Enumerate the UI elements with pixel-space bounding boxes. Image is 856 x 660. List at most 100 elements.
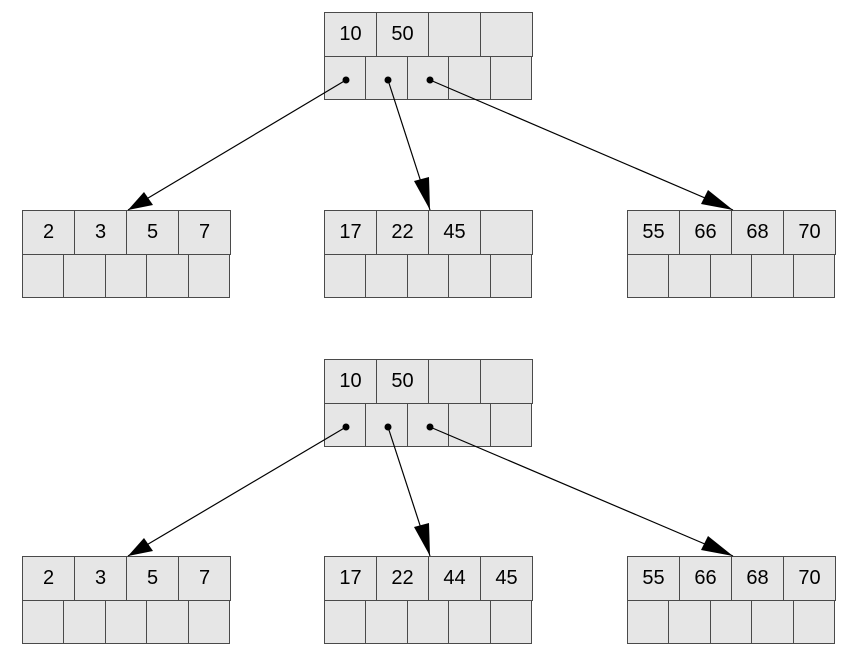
key-cell: 66 — [679, 210, 732, 255]
key-cell: 50 — [376, 359, 429, 404]
root-node: 10 50 — [324, 359, 536, 448]
pointer-cell — [668, 600, 711, 644]
pointer-cell — [324, 56, 367, 100]
key-cell — [428, 359, 481, 404]
key-row: 10 50 — [324, 359, 536, 404]
leaf-node-middle: 17 22 45 — [324, 210, 536, 299]
pointer-cell — [146, 600, 189, 644]
key-cell: 55 — [627, 556, 680, 601]
leaf-node-left: 2 3 5 7 — [22, 210, 234, 299]
pointer-cell — [751, 600, 794, 644]
key-row: 2 3 5 7 — [22, 556, 234, 601]
pointer-row — [627, 254, 839, 299]
leaf-node-middle: 17 22 44 45 — [324, 556, 536, 645]
pointer-row — [324, 600, 536, 645]
pointer-cell — [63, 600, 106, 644]
pointer-cell — [709, 254, 753, 298]
key-cell: 22 — [376, 210, 429, 255]
pointer-cell — [709, 600, 753, 644]
key-cell: 50 — [376, 12, 429, 57]
pointer-cell — [22, 600, 65, 644]
key-cell: 68 — [731, 210, 784, 255]
pointer-cell — [448, 56, 491, 100]
pointer-cell — [489, 56, 532, 100]
pointer-cell — [406, 600, 450, 644]
pointer-cell — [22, 254, 65, 298]
key-cell: 17 — [324, 210, 377, 255]
pointer-cell — [792, 600, 835, 644]
arrowhead — [414, 177, 430, 210]
leaf-node-left: 2 3 5 7 — [22, 556, 234, 645]
edge-to-left-leaf — [127, 426, 347, 557]
key-row: 10 50 — [324, 12, 536, 57]
arrowhead — [414, 523, 430, 556]
pointer-cell — [751, 254, 794, 298]
key-cell: 66 — [679, 556, 732, 601]
pointer-row — [324, 56, 536, 101]
pointer-cell — [365, 254, 408, 298]
key-cell: 10 — [324, 12, 377, 57]
pointer-cell — [448, 403, 491, 447]
pointer-cell — [324, 600, 367, 644]
pointer-cell — [63, 254, 106, 298]
pointer-cell — [792, 254, 835, 298]
pointer-cell — [448, 600, 491, 644]
pointer-cell — [365, 56, 408, 100]
key-cell: 55 — [627, 210, 680, 255]
key-cell — [480, 12, 533, 57]
key-cell — [480, 359, 533, 404]
pointer-cell — [627, 600, 670, 644]
key-row: 17 22 44 45 — [324, 556, 536, 601]
pointer-row — [324, 403, 536, 448]
pointer-row — [22, 600, 234, 645]
arrowhead — [128, 538, 153, 556]
leaf-node-right: 55 66 68 70 — [627, 210, 839, 299]
pointer-cell — [489, 600, 532, 644]
key-row: 55 66 68 70 — [627, 210, 839, 255]
pointer-cell — [187, 600, 230, 644]
key-cell: 70 — [783, 210, 836, 255]
key-cell: 3 — [74, 556, 127, 601]
key-cell: 44 — [428, 556, 481, 601]
key-cell: 2 — [22, 210, 75, 255]
pointer-cell — [627, 254, 670, 298]
arrowhead — [701, 536, 733, 556]
pointer-cell — [489, 254, 532, 298]
key-cell: 10 — [324, 359, 377, 404]
key-row: 55 66 68 70 — [627, 556, 839, 601]
pointer-cell — [365, 600, 408, 644]
key-cell — [428, 12, 481, 57]
root-node: 10 50 — [324, 12, 536, 101]
pointer-cell — [104, 600, 148, 644]
key-cell: 5 — [126, 556, 179, 601]
edge-to-left-leaf — [127, 79, 347, 211]
pointer-cell — [406, 403, 450, 447]
arrowhead — [701, 190, 733, 210]
key-row: 2 3 5 7 — [22, 210, 234, 255]
leaf-node-right: 55 66 68 70 — [627, 556, 839, 645]
key-cell: 3 — [74, 210, 127, 255]
key-cell: 22 — [376, 556, 429, 601]
key-cell: 2 — [22, 556, 75, 601]
key-cell: 17 — [324, 556, 377, 601]
pointer-cell — [668, 254, 711, 298]
key-cell: 45 — [480, 556, 533, 601]
pointer-cell — [489, 403, 532, 447]
key-row: 17 22 45 — [324, 210, 536, 255]
key-cell: 7 — [178, 556, 231, 601]
pointer-cell — [146, 254, 189, 298]
pointer-row — [627, 600, 839, 645]
pointer-cell — [324, 403, 367, 447]
key-cell: 68 — [731, 556, 784, 601]
arrowhead — [128, 192, 153, 210]
pointer-row — [324, 254, 536, 299]
key-cell — [480, 210, 533, 255]
key-cell: 5 — [126, 210, 179, 255]
pointer-cell — [365, 403, 408, 447]
pointer-cell — [448, 254, 491, 298]
pointer-cell — [406, 254, 450, 298]
key-cell: 7 — [178, 210, 231, 255]
pointer-cell — [324, 254, 367, 298]
pointer-cell — [406, 56, 450, 100]
